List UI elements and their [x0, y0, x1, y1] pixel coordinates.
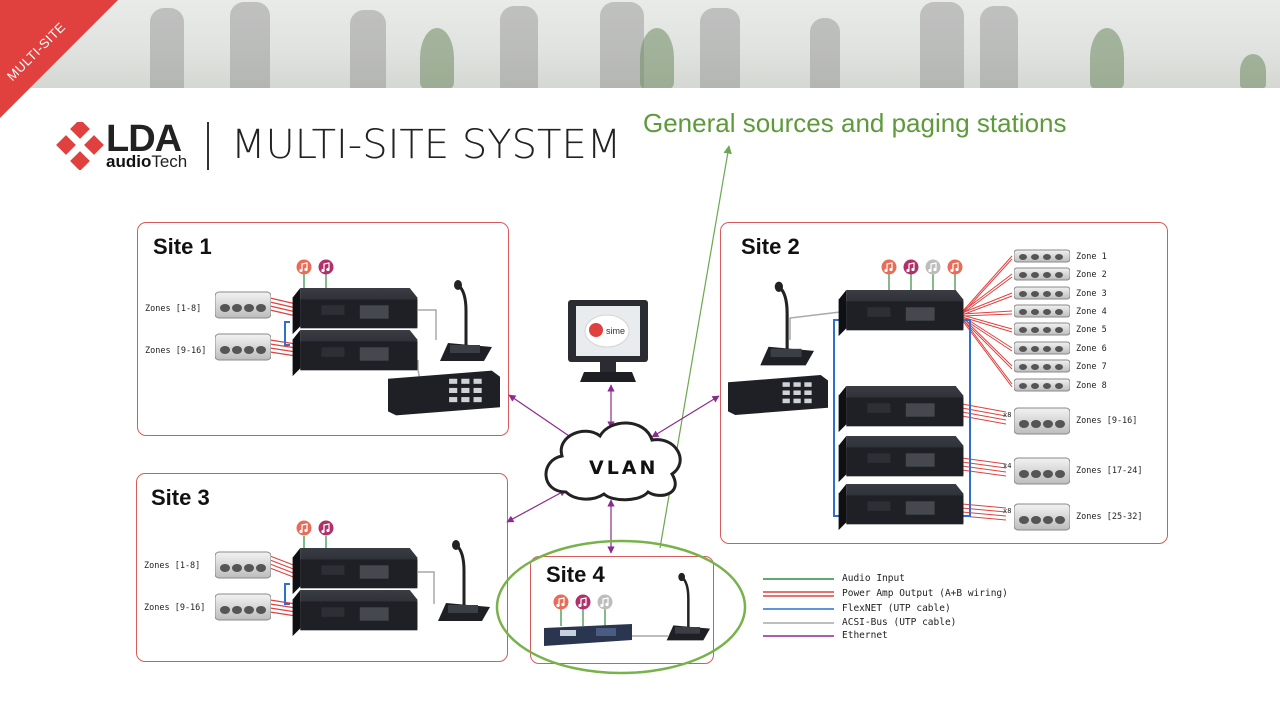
site-2-zone-label-8: Zone 8	[1076, 381, 1107, 391]
site-2-multiplier-3: x8	[1003, 507, 1012, 515]
page-title: MULTI-SITE SYSTEM	[231, 122, 622, 168]
legend-power-amp-output: Power Amp Output (A+B wiring)	[842, 588, 1008, 599]
site-1-zone-label-1: Zones [1-8]	[145, 304, 202, 314]
site-2-zone-label-1: Zone 1	[1076, 252, 1107, 262]
site-2-zone-3-speaker	[1014, 286, 1070, 300]
site-2-master-amp	[838, 290, 964, 337]
site-3-speaker-2	[215, 593, 271, 621]
site-2-audio-source-3-icon	[925, 259, 941, 275]
site-3-devices	[215, 520, 490, 637]
logo-tech-word: Tech	[151, 152, 188, 171]
site-2-zone-group-label-1: Zones [9-16]	[1076, 416, 1138, 426]
site-3-paging-mic	[436, 540, 490, 622]
site-2-zone-label-6: Zone 6	[1076, 344, 1107, 354]
annotation-general-sources: General sources and paging stations	[643, 108, 1067, 138]
site-2-zone-label-3: Zone 3	[1076, 289, 1107, 299]
site-2-audio-source-1-icon	[881, 259, 897, 275]
site-2-zone-label-4: Zone 4	[1076, 307, 1107, 317]
site-2-devices	[728, 249, 1070, 531]
site-2-zone-label-2: Zone 2	[1076, 270, 1107, 280]
lda-logo-icon	[56, 122, 104, 170]
site-2-zone-label-7: Zone 7	[1076, 362, 1107, 372]
legend-acsi-bus: ACSI-Bus (UTP cable)	[842, 617, 957, 628]
site-1-title: Site 1	[153, 234, 212, 259]
site-2-zones-9-16-speaker	[1014, 407, 1070, 435]
legend-ethernet: Ethernet	[842, 630, 888, 641]
site-4-paging-mic	[665, 571, 710, 642]
sime-monitor-icon	[568, 300, 648, 382]
site-1-amp-1	[292, 288, 418, 335]
site-3-audio-source-2-icon	[318, 520, 334, 536]
site-2-control-panel	[728, 375, 828, 415]
logo-audio-word: audio	[106, 152, 152, 171]
corner-tag	[0, 0, 118, 118]
ethernet-links	[506, 384, 720, 554]
site-2-zones-17-24-speaker	[1014, 457, 1070, 485]
site-2-amp-4	[838, 484, 964, 531]
vlan-cloud-icon	[544, 421, 682, 502]
site-4-audio-source-1-icon	[553, 594, 569, 610]
site-2-zone-2-speaker	[1014, 267, 1070, 281]
site-1-zone-label-2: Zones [9-16]	[145, 346, 207, 356]
site-1-control-panel	[388, 370, 500, 416]
site-2-zone-1-speaker	[1014, 249, 1070, 263]
site-4-audio-source-3-icon	[597, 594, 613, 610]
site-2-zone-7-speaker	[1014, 359, 1070, 373]
site-2-zone-5-speaker	[1014, 322, 1070, 336]
site-1-audio-source-2-icon	[318, 259, 334, 275]
logo-audiotech-text: audioTech	[106, 152, 187, 172]
site-2-multiplier-1: x8	[1003, 411, 1012, 419]
site-2-audio-source-4-icon	[947, 259, 963, 275]
site-2-zone-group-label-2: Zones [17-24]	[1076, 466, 1143, 476]
site-1-devices	[215, 259, 500, 416]
site-2-zone-group-label-3: Zones [25-32]	[1076, 512, 1143, 522]
site-2-zones-25-32-speaker	[1014, 503, 1070, 531]
site-1-speaker-1	[215, 291, 271, 319]
site-2-audio-source-2-icon	[903, 259, 919, 275]
site-4-title: Site 4	[546, 562, 605, 587]
site-1-paging-mic	[438, 280, 492, 362]
site-1-audio-source-1-icon	[296, 259, 312, 275]
header-banner-photo	[0, 0, 1280, 88]
logo-lda-text: LDA	[106, 118, 182, 160]
legend-lines	[763, 578, 834, 637]
site-2-title: Site 2	[741, 234, 800, 259]
legend-audio-input: Audio Input	[842, 573, 905, 584]
site-3-zone-label-1: Zones [1-8]	[144, 561, 201, 571]
site-3-amp-1	[292, 548, 418, 595]
site-2-amp-3	[838, 436, 964, 483]
site-2-zone-8-speaker	[1014, 378, 1070, 392]
site-3-speaker-1	[215, 551, 271, 579]
site-4-audio-source-2-icon	[575, 594, 591, 610]
site-2-zone-6-speaker	[1014, 341, 1070, 355]
site-2-amp-2	[838, 386, 964, 433]
monitor-label: sime	[606, 326, 626, 336]
legend-flexnet: FlexNET (UTP cable)	[842, 603, 951, 614]
site-2-multiplier-2: x4	[1003, 462, 1012, 470]
site-3-amp-2	[292, 590, 418, 637]
site-1-speaker-2	[215, 333, 271, 361]
site-3-audio-source-1-icon	[296, 520, 312, 536]
vlan-label: VLAN	[589, 457, 659, 479]
site-4-devices	[495, 539, 747, 675]
site-2-paging-mic	[758, 279, 814, 368]
site-3-title: Site 3	[151, 485, 210, 510]
site-2-zone-label-5: Zone 5	[1076, 325, 1107, 335]
site-4-highlight-ellipse	[495, 539, 747, 675]
site-3-zone-label-2: Zones [9-16]	[144, 603, 206, 613]
site-2-zone-4-speaker	[1014, 304, 1070, 318]
site-1-amp-2	[292, 330, 418, 377]
logo-divider	[207, 122, 209, 170]
